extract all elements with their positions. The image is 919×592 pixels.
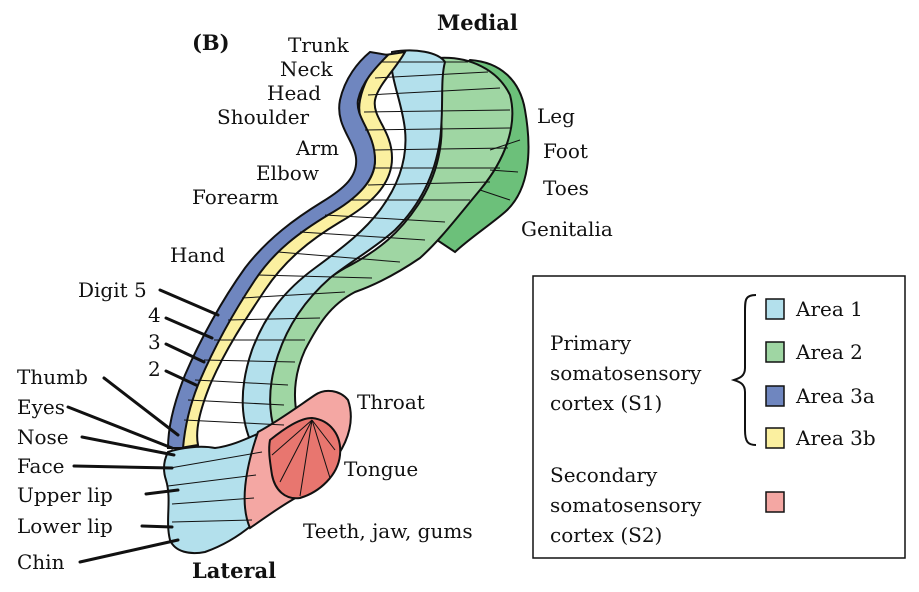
legend-area2-label: Area 2: [795, 340, 863, 364]
legend-swatch-s2: [765, 491, 785, 513]
medial-label: Medial: [437, 10, 518, 35]
label-chin: Chin: [17, 550, 65, 574]
legend-swatch-area3a: [765, 385, 785, 407]
label-lower-lip: Lower lip: [17, 514, 113, 538]
legend-area3b-label: Area 3b: [795, 426, 876, 450]
label-digit2: 2: [148, 357, 161, 381]
legend-area1-label: Area 1: [795, 297, 863, 321]
panel-label: (B): [192, 30, 230, 55]
parcellation-lines: [167, 61, 521, 523]
label-elbow: Elbow: [256, 161, 319, 185]
area3a-strip: [166, 50, 391, 449]
legend-primary-line3: cortex (S1): [550, 391, 662, 415]
legend-secondary-line3: cortex (S2): [550, 523, 662, 547]
label-forearm: Forearm: [192, 185, 279, 209]
label-throat: Throat: [357, 390, 425, 414]
label-teeth: Teeth, jaw, gums: [303, 519, 473, 543]
label-eyes: Eyes: [17, 395, 65, 419]
cortex-strip: [163, 49, 530, 555]
label-digit3: 3: [148, 330, 161, 354]
face-region: [163, 430, 264, 555]
area2-strip: [264, 56, 514, 432]
leader-lines: [66, 288, 220, 564]
label-arm: Arm: [295, 136, 339, 160]
label-toes: Toes: [543, 176, 589, 200]
area1-strip: [241, 49, 447, 442]
label-upper-lip: Upper lip: [17, 483, 113, 507]
legend-swatch-area1: [765, 298, 785, 320]
label-neck: Neck: [280, 57, 334, 81]
label-hand: Hand: [170, 243, 225, 267]
legend-swatch-area2: [765, 341, 785, 363]
legend-secondary-line2: somatosensory: [550, 493, 702, 517]
label-head: Head: [267, 81, 321, 105]
legend: Primary somatosensory cortex (S1) Area 1…: [532, 275, 906, 559]
tongue-region: [268, 416, 342, 500]
label-leg: Leg: [537, 104, 575, 128]
legend-brace: [730, 294, 757, 446]
label-tongue: Tongue: [344, 457, 418, 481]
label-thumb: Thumb: [17, 365, 88, 389]
label-nose: Nose: [17, 425, 69, 449]
legend-swatch-area3b: [765, 427, 785, 449]
legend-secondary-line1: Secondary: [550, 463, 658, 487]
label-digit4: 4: [148, 303, 161, 327]
lateral-label: Lateral: [192, 558, 276, 583]
label-genitalia: Genitalia: [521, 217, 613, 241]
label-trunk: Trunk: [288, 33, 350, 57]
label-foot: Foot: [543, 139, 588, 163]
label-shoulder: Shoulder: [217, 105, 310, 129]
legend-area3a-label: Area 3a: [795, 384, 875, 408]
label-face: Face: [17, 454, 64, 478]
legend-primary-line1: Primary: [550, 331, 632, 355]
label-digit5: Digit 5: [78, 278, 147, 302]
legend-primary-line2: somatosensory: [550, 361, 702, 385]
legend-box: [532, 275, 906, 559]
